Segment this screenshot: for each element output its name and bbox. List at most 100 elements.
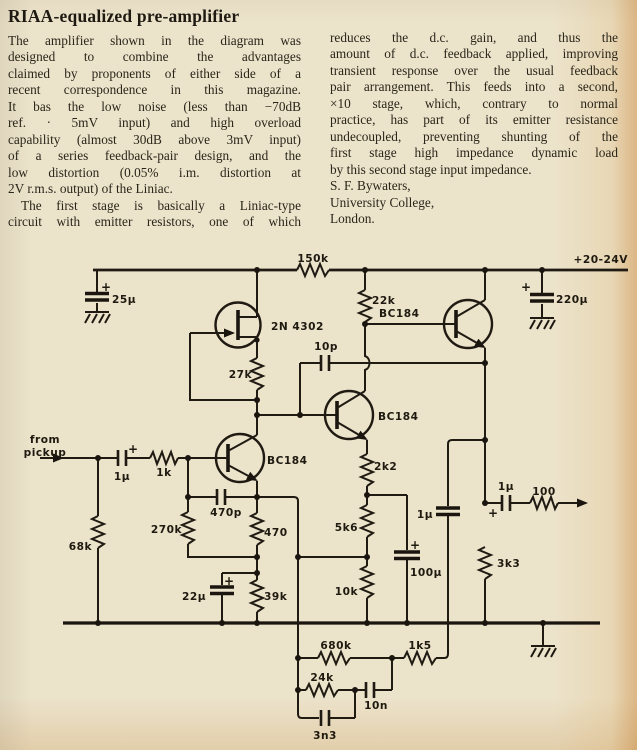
article-left-column: The amplifier shown in the diagram was d… <box>8 33 301 230</box>
label-r1k5: 1k5 <box>408 640 431 652</box>
label-r470: 470 <box>264 527 288 539</box>
transistor-q2-bc184 <box>323 389 375 441</box>
text-line: by this second stage input impedance. <box>330 161 532 177</box>
ground-symbol <box>84 311 111 324</box>
polarity-plus-1u-input: + <box>128 442 138 456</box>
resistor-150k <box>296 261 330 279</box>
capacitor-25u <box>85 291 109 302</box>
label-c10p: 10p <box>314 341 338 353</box>
label-q2: BC184 <box>378 411 418 423</box>
text-line: low distortion (0.05% i.m. distortion at <box>8 164 301 180</box>
circuit-wiring <box>66 270 544 719</box>
text-line: of a series feedback-pair design, and th… <box>8 148 301 164</box>
text-line: reduces the d.c. gain, and thus the <box>330 30 618 45</box>
text-line: practice, has part of its emitter resist… <box>330 112 618 128</box>
text-line: circuit with emitter resistors, one of w… <box>8 213 301 229</box>
resistor-68k <box>89 515 107 549</box>
text-line: transient response over the usual feedba… <box>330 62 618 78</box>
label-q1: BC184 <box>267 455 307 467</box>
text-line: capability (almost 30dB above 3mV input) <box>8 131 301 147</box>
capacitor-1u-output <box>500 495 512 511</box>
polarity-plus-100u: + <box>410 538 420 552</box>
text-line: claimed by proponents of either side of … <box>8 65 301 81</box>
label-q3: BC184 <box>379 308 419 320</box>
text-line: undecoupled, preventing shunting of the <box>330 128 618 144</box>
label-from-pickup-2: pickup <box>24 447 67 459</box>
label-r680k: 680k <box>320 640 352 652</box>
capacitor-3n3 <box>319 710 331 726</box>
label-c220u: 220µ <box>556 294 588 306</box>
resistor-5k6 <box>358 504 376 538</box>
label-r22k: 22k <box>372 295 396 307</box>
transistor-q3-bc184 <box>365 298 494 350</box>
transistor-jfet-2n4302 <box>214 301 262 349</box>
article-title: RIAA-equalized pre-amplifier <box>8 6 240 26</box>
capacitor-1u-input <box>116 450 128 466</box>
text-line: It bas the low noise (less than −70dB <box>8 98 301 114</box>
polarity-plus-1u-output: + <box>488 506 498 520</box>
junction-dots <box>95 267 546 693</box>
label-supply-voltage: +20-24V <box>574 254 629 266</box>
polarity-plus-220u: + <box>521 280 531 294</box>
resistor-680k <box>317 649 351 667</box>
text-line: recent correspondence in this magazine. <box>8 82 301 98</box>
label-c22u: 22µ <box>182 591 206 603</box>
schematic: +20-24V 150k 25µ 2N 4302 27k 22k BC184 2… <box>24 253 629 742</box>
signature-affiliation: University College, <box>330 194 435 210</box>
ground-symbol <box>529 317 556 330</box>
resistor-22k <box>356 289 374 323</box>
text-line: ref. · 5mV input) and high overload <box>8 115 301 131</box>
text-line: amount of d.c. feedback applied, improvi… <box>330 46 618 62</box>
text-line: The first stage is basically a Liniac-ty… <box>21 197 301 213</box>
label-r1k: 1k <box>156 467 172 479</box>
label-c1u-output: 1µ <box>498 481 514 493</box>
ground-symbol <box>530 645 557 658</box>
label-r24k: 24k <box>310 672 334 684</box>
label-r10k: 10k <box>335 586 359 598</box>
label-c3n3: 3n3 <box>313 730 337 742</box>
text-line: designed to combine the advantages <box>8 49 301 65</box>
resistor-1k5 <box>403 649 437 667</box>
resistor-2k2 <box>358 453 376 487</box>
text-line: pair arrangement. This feeds into a seco… <box>330 79 618 95</box>
article-right-column: reduces the d.c. gain, and thus the amou… <box>330 30 618 227</box>
capacitor-10p <box>319 355 331 371</box>
resistor-27k <box>248 357 266 391</box>
label-r5k6: 5k6 <box>335 522 358 534</box>
capacitor-470p <box>215 489 227 505</box>
text-line: ×10 stage, which, contrary to normal <box>330 95 618 111</box>
label-r2k2: 2k2 <box>374 461 397 473</box>
label-c1u-feedback: 1µ <box>417 509 433 521</box>
resistor-3k3 <box>476 546 494 580</box>
label-c100u: 100µ <box>410 567 442 579</box>
label-r270k: 270k <box>151 524 183 536</box>
polarity-plus-25u: + <box>101 280 111 294</box>
label-c10n: 10n <box>364 700 388 712</box>
signature-name: S. F. Bywaters, <box>330 178 411 194</box>
label-q-fet: 2N 4302 <box>271 321 324 333</box>
resistor-100 <box>529 494 559 512</box>
signature-city: London. <box>330 210 375 226</box>
polarity-plus-22u: + <box>224 574 234 588</box>
label-r150k: 150k <box>297 253 329 265</box>
resistor-470 <box>248 512 266 546</box>
label-r39k: 39k <box>264 591 288 603</box>
label-r3k3: 3k3 <box>497 558 520 570</box>
label-from-pickup-1: from <box>30 434 60 446</box>
resistor-39k <box>248 579 266 613</box>
text-line: The amplifier shown in the diagram was <box>8 33 301 48</box>
capacitor-22u <box>210 585 234 596</box>
text-line: first stage high impedance dynamic load <box>330 145 618 161</box>
resistor-24k <box>305 681 339 699</box>
label-c1u-input: 1µ <box>114 471 130 483</box>
capacitor-220u <box>530 292 554 303</box>
label-r68k: 68k <box>69 541 93 553</box>
resistor-10k <box>358 565 376 599</box>
label-r100: 100 <box>532 486 556 498</box>
text-line: 2V r.m.s. output) of the Liniac. <box>8 181 173 197</box>
resistor-270k <box>179 511 197 545</box>
transistor-q1-bc184 <box>214 432 266 484</box>
capacitor-100u <box>394 550 420 561</box>
label-c470p: 470p <box>210 507 242 519</box>
